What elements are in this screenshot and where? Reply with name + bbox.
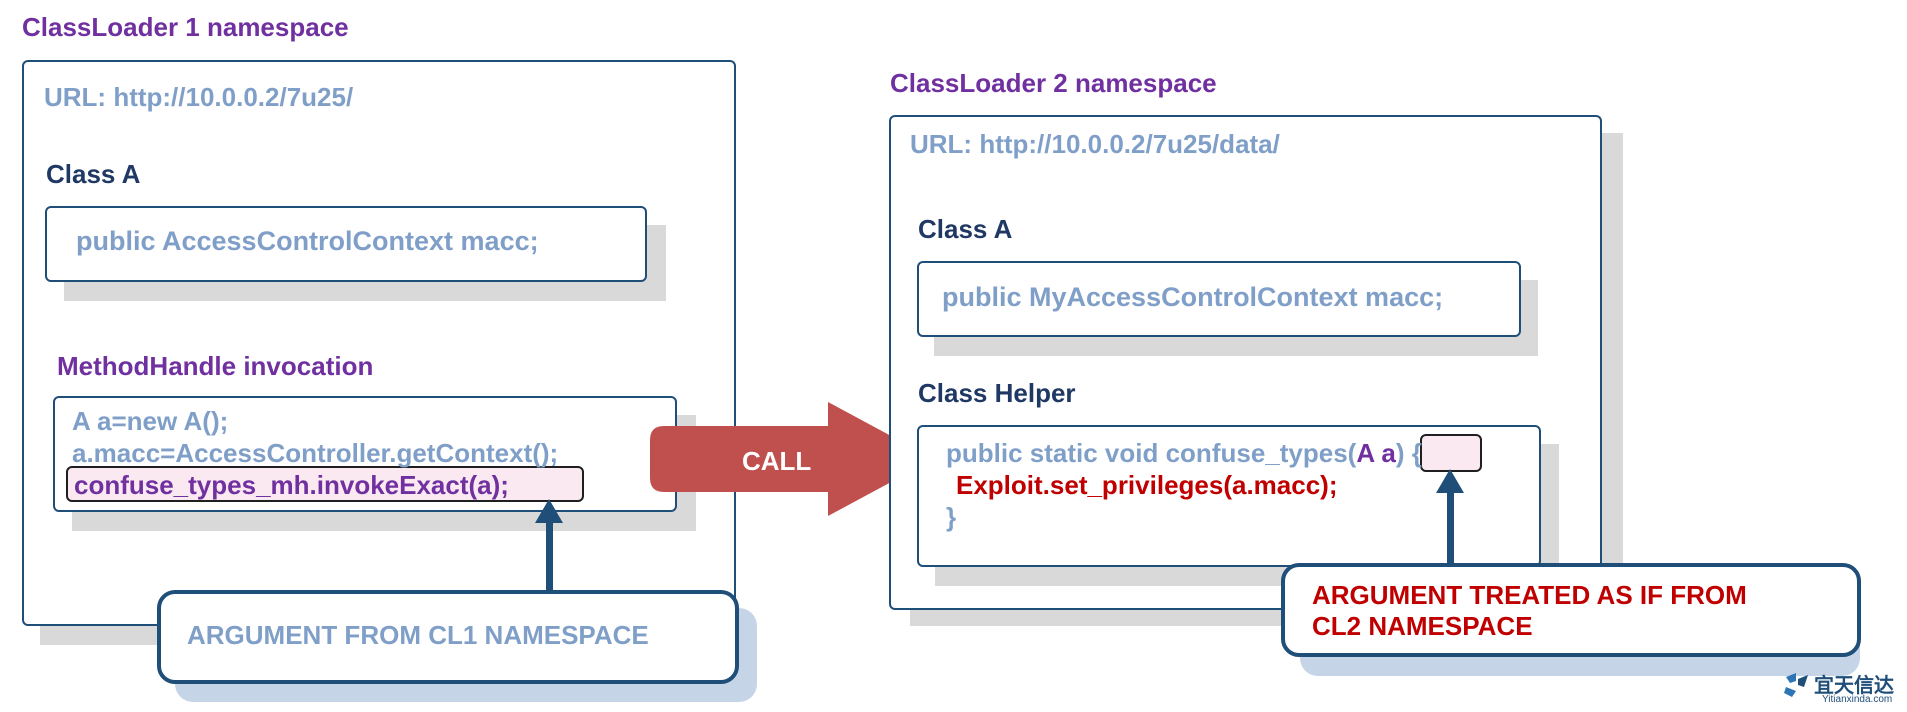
cl1-code-line-1: A a=new A(); <box>72 406 229 436</box>
cl1-title: ClassLoader 1 namespace <box>22 12 349 42</box>
call-label: CALL <box>742 446 812 476</box>
cl1-arrow-up-head <box>535 499 563 523</box>
cl2-title: ClassLoader 2 namespace <box>890 68 1217 98</box>
cl2-field-box <box>917 261 1521 337</box>
cl1-url: URL: http://10.0.0.2/7u25/ <box>44 82 354 112</box>
cl2-callout-line-1: ARGUMENT TREATED AS IF FROM <box>1312 580 1747 610</box>
cl1-field-code: public AccessControlContext macc; <box>76 226 539 256</box>
cl2-field-code: public MyAccessControlContext macc; <box>942 282 1444 312</box>
cl2-method-signature: public static void confuse_types(A a) { <box>946 437 1422 469</box>
cl1-panel <box>22 60 736 626</box>
cl2-arrow-up-shaft <box>1447 490 1454 564</box>
cl2-callout-line-2: CL2 NAMESPACE <box>1312 611 1533 641</box>
cl2-url: URL: http://10.0.0.2/7u25/data/ <box>910 129 1280 159</box>
call-arrow <box>650 402 934 516</box>
watermark-url: Yitianxinda.com <box>1822 694 1893 705</box>
cl2-method-arg: A a <box>1356 438 1396 468</box>
cl1-callout-text: ARGUMENT FROM CL1 NAMESPACE <box>187 620 649 650</box>
cl1-invocation-label: MethodHandle invocation <box>57 351 374 381</box>
cl1-invoke-highlight <box>66 466 584 502</box>
watermark-logo-icon <box>1784 673 1808 697</box>
cl2-helper-label: Class Helper <box>918 378 1076 408</box>
cl2-class-a-label: Class A <box>918 214 1013 244</box>
cl2-method-suffix: ) { <box>1395 438 1422 468</box>
cl1-arrow-up-shaft <box>546 520 553 592</box>
cl2-callout <box>1281 563 1861 657</box>
cl1-callout <box>157 590 739 684</box>
cl1-class-a-label: Class A <box>46 159 141 189</box>
cl2-method-prefix: public static void confuse_types( <box>946 438 1357 468</box>
watermark-brand: 宜天信达 <box>1814 675 1894 697</box>
watermark: 宜天信达 Yitianxinda.com <box>1782 669 1904 709</box>
cl2-arg-highlight <box>1420 434 1482 472</box>
cl2-body-line: Exploit.set_privileges(a.macc); <box>956 470 1338 500</box>
cl2-arrow-up-head <box>1436 469 1464 493</box>
cl2-close-brace: } <box>946 502 957 532</box>
cl1-code-line-2: a.macc=AccessController.getContext(); <box>72 438 559 468</box>
cl1-field-box <box>45 206 647 282</box>
cl1-code-line-3: confuse_types_mh.invokeExact(a); <box>74 470 509 500</box>
